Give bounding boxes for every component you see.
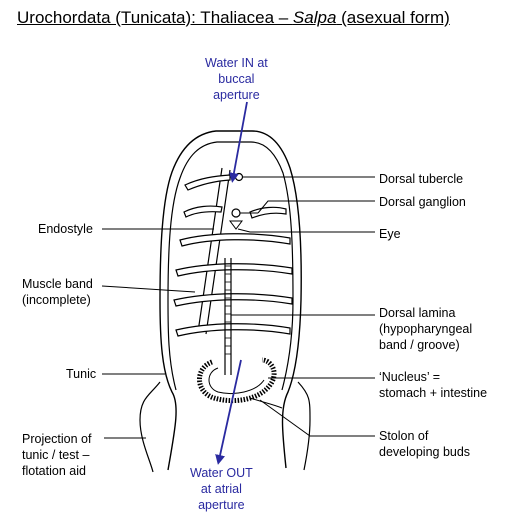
dorsal-lamina-stripes [225,265,231,355]
label-nucleus: ‘Nucleus’ =stomach + intestine [379,370,488,400]
muscle-band-4 [179,233,291,247]
dorsal-tubercle [234,172,244,182]
leader-stolon [259,399,375,437]
eye [229,220,243,230]
page-title: Urochordata (Tunicata): Thaliacea – Salp… [17,8,450,27]
dorsal-ganglion [231,208,241,218]
muscle-band-6 [173,293,293,307]
muscle-band-2 [183,205,223,218]
muscle-band-1 [184,174,231,191]
label-dorsal-tubercle: Dorsal tubercle [379,172,464,186]
water-in-arrow [228,101,248,183]
leader-muscle-band [101,285,196,293]
endostyle [197,167,231,335]
tunic-outline [159,130,302,471]
right-projection [297,381,311,471]
nucleus-gut-inner [208,367,265,394]
muscle-bands [173,174,293,337]
leader-eye [237,228,375,233]
water-out-arrow [215,359,242,465]
body-wall-outline [167,141,294,391]
label-dorsal-ganglion: Dorsal ganglion [379,195,466,209]
label-tunic: Tunic [66,367,97,381]
label-endostyle: Endostyle [38,222,93,236]
leader-dorsal-ganglion-2 [257,200,375,214]
label-eye: Eye [379,227,401,241]
leader-lines [101,176,375,439]
muscle-band-7 [175,323,291,337]
left-projection [139,381,161,473]
stolon [249,397,283,409]
muscle-band-5 [175,263,293,277]
nucleus-gut [197,357,277,404]
label-muscle-band: Muscle band(incomplete) [22,277,93,307]
dorsal-lamina [224,258,232,375]
